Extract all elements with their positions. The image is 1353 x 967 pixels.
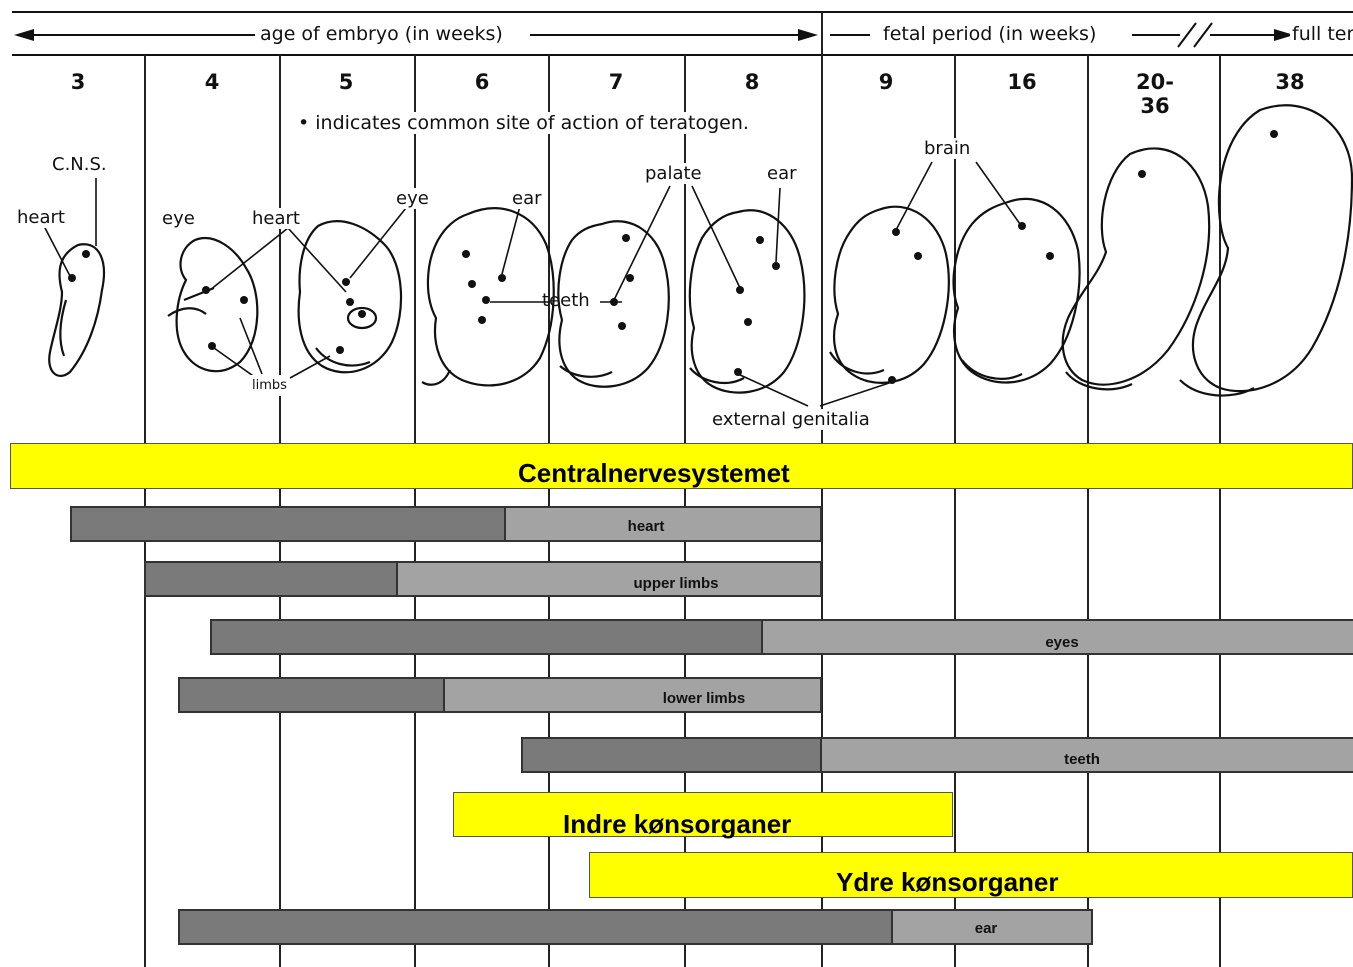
bar-label: ear — [975, 920, 998, 937]
upper-limbs-critical-bar — [144, 561, 398, 597]
full-term-label: full term — [1290, 23, 1353, 45]
week-label: 3 — [48, 70, 108, 94]
week-label: 9 — [856, 70, 916, 94]
fetal-period-label: fetal period (in weeks) — [878, 23, 1101, 45]
teeth-critical-bar — [521, 737, 822, 773]
limbs-label: limbs — [250, 375, 289, 396]
heart-critical-bar — [70, 506, 506, 542]
upper-limbs-sensitive-bar — [398, 561, 822, 597]
external-genitals-label: Ydre kønsorganer — [836, 867, 1059, 898]
week-label: 38 — [1260, 70, 1320, 94]
teratogen-note: • indicates common site of action of ter… — [296, 112, 751, 134]
week-label: 5 — [316, 70, 376, 94]
week-label: 6 — [452, 70, 512, 94]
week-label: 16 — [992, 70, 1052, 94]
eye-label: eye — [394, 188, 431, 209]
teeth-label: teeth — [540, 290, 592, 311]
embryo-period-label: age of embryo (in weeks) — [255, 23, 508, 45]
brain-label: brain — [922, 138, 972, 159]
external-genitalia-label: external genitalia — [710, 409, 872, 430]
bar-label: heart — [628, 518, 665, 535]
bar-label: lower limbs — [663, 690, 746, 707]
internal-genitals-label: Indre kønsorganer — [563, 809, 791, 840]
palate-label: palate — [643, 163, 704, 184]
embryo-illustrations — [49, 105, 1352, 395]
cns-label: C.N.S. — [50, 154, 109, 175]
lower-limbs-sensitive-bar — [445, 677, 822, 713]
week-label: 7 — [586, 70, 646, 94]
heart-label: heart — [250, 208, 302, 229]
bar-label: eyes — [1045, 634, 1078, 651]
eye-label: eye — [160, 208, 197, 229]
week-label: 20-36 — [1125, 70, 1185, 118]
week-label: 8 — [722, 70, 782, 94]
ear-label: ear — [510, 188, 544, 209]
ear-label: ear — [765, 163, 799, 184]
bar-label: teeth — [1064, 751, 1100, 768]
lower-limbs-critical-bar — [178, 677, 445, 713]
bar-label: upper limbs — [633, 575, 718, 592]
week-label: 4 — [182, 70, 242, 94]
heart-label: heart — [15, 207, 67, 228]
eyes-critical-bar — [210, 619, 763, 655]
ear-critical-bar — [178, 909, 893, 945]
cns-highlight-label: Centralnervesystemet — [518, 458, 790, 489]
